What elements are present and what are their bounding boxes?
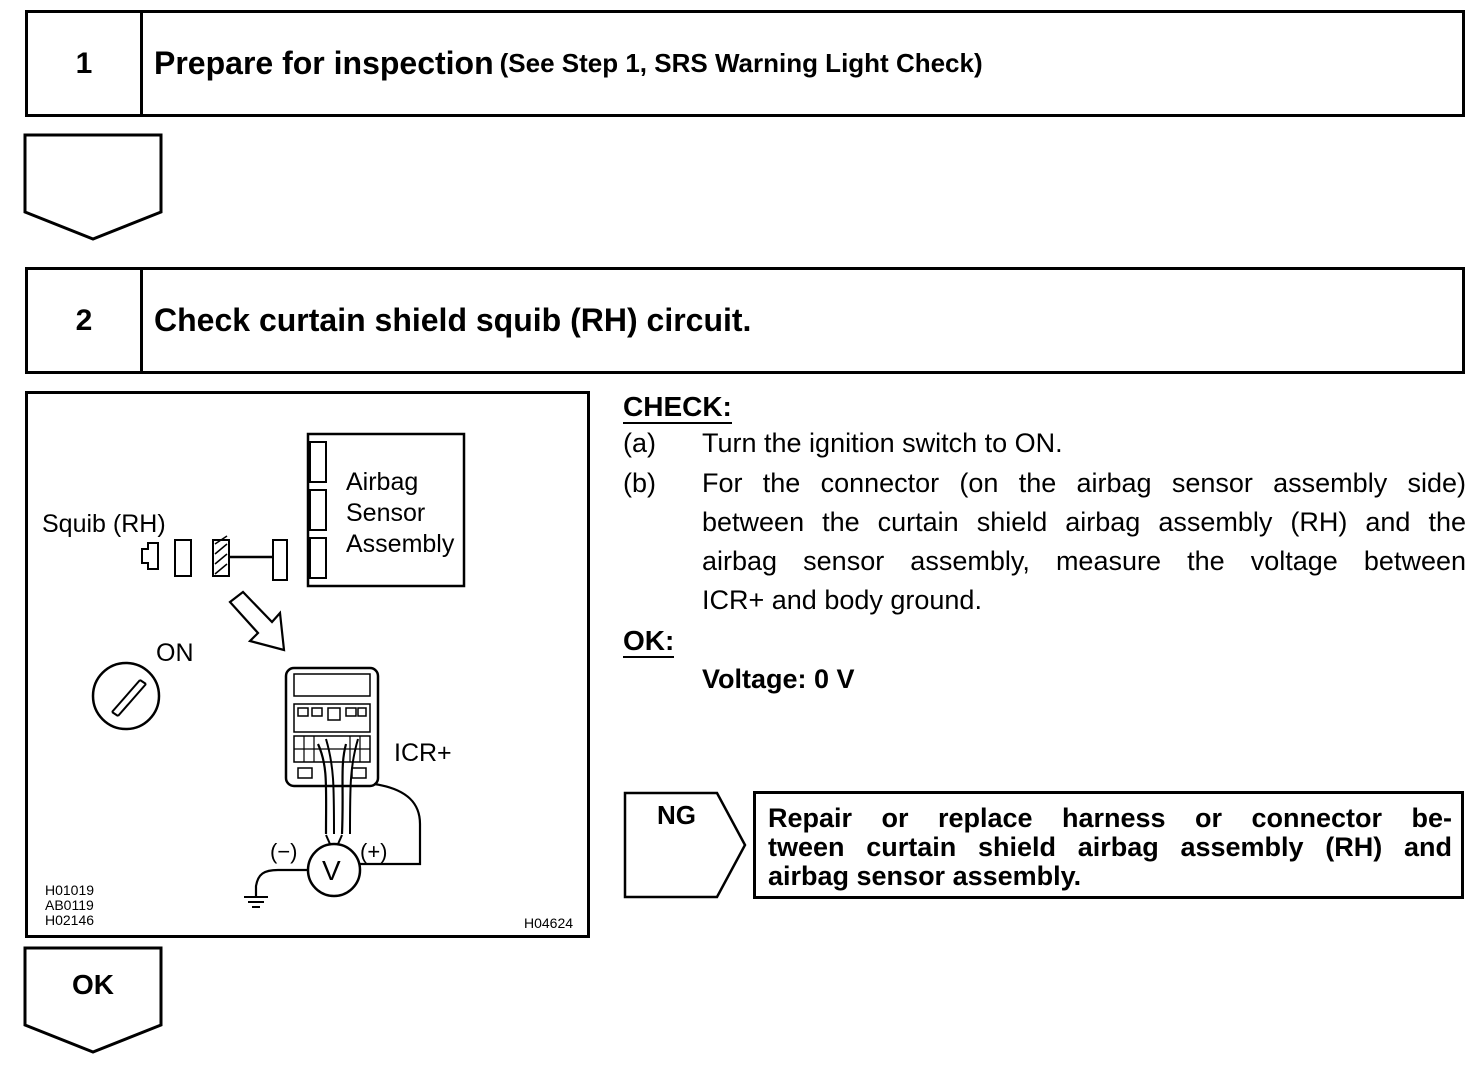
- squib-label: Squib (RH): [42, 510, 166, 538]
- flow-arrow-down-icon: [23, 133, 163, 241]
- airbag-sensor-label-line2: Sensor: [346, 499, 426, 527]
- ng-label: NG: [657, 800, 696, 830]
- check-item-a-label: (a): [623, 428, 656, 458]
- step-1-number: 1: [28, 13, 143, 114]
- step-2-title: Check curtain shield squib (RH) circuit.: [154, 302, 752, 338]
- check-heading: CHECK:: [623, 391, 732, 424]
- step-1-title: Prepare for inspection (See Step 1, SRS …: [154, 13, 983, 114]
- check-item-b-label: (b): [623, 468, 656, 498]
- circuit-figure: Squib (RH) Airbag Sensor Assembly ON ICR…: [25, 391, 590, 938]
- minus-label: (−): [270, 839, 298, 864]
- step-1-title-text: Prepare for inspection: [154, 45, 494, 81]
- ng-action-line: tween curtain shield airbag assembly (RH…: [768, 832, 1452, 862]
- ok-arrow-label: OK: [72, 969, 114, 1000]
- ok-arrow-icon: [23, 946, 163, 1054]
- plus-label: (+): [360, 839, 388, 864]
- ng-action-line: airbag sensor assembly.: [768, 861, 1082, 891]
- step-2-box: 2 Check curtain shield squib (RH) circui…: [25, 267, 1465, 374]
- ng-action-text: Repair or replace harness or connector b…: [768, 804, 1452, 891]
- ok-spec: Voltage: 0 V: [702, 664, 855, 694]
- step-1-box: 1 Prepare for inspection (See Step 1, SR…: [25, 10, 1465, 117]
- on-label: ON: [156, 639, 194, 667]
- ng-action-line: Repair or replace harness or connector b…: [768, 803, 1452, 833]
- icr-plus-label: ICR+: [394, 739, 452, 767]
- airbag-sensor-label-line1: Airbag: [346, 468, 419, 496]
- circuit-diagram: [91, 432, 466, 908]
- check-item-b-line: between the curtain shield airbag assemb…: [702, 507, 1466, 537]
- step-2-number: 2: [28, 270, 143, 371]
- check-item-b-line: ICR+ and body ground.: [702, 585, 982, 615]
- figure-codes-left: H01019 AB0119 H02146: [45, 883, 94, 928]
- step-1-reference: (See Step 1, SRS Warning Light Check): [499, 48, 983, 78]
- check-item-a-text: Turn the ignition switch to ON.: [702, 428, 1063, 458]
- figure-code-right: H04624: [524, 915, 574, 931]
- check-item-b-text: For the connector (on the airbag sensor …: [702, 464, 1466, 620]
- ng-action-box: Repair or replace harness or connector b…: [753, 791, 1464, 899]
- check-item-b-line: airbag sensor assembly, measure the volt…: [702, 546, 1466, 576]
- ng-arrow-icon: [623, 791, 747, 899]
- check-item-b-line: For the connector (on the airbag sensor …: [702, 468, 1466, 498]
- voltmeter-label: V: [322, 855, 341, 886]
- figure-code: H02146: [45, 912, 95, 928]
- figure-code: AB0119: [45, 897, 94, 913]
- ok-heading: OK:: [623, 625, 675, 658]
- figure-code: H01019: [45, 882, 95, 898]
- airbag-sensor-label-line3: Assembly: [346, 530, 455, 558]
